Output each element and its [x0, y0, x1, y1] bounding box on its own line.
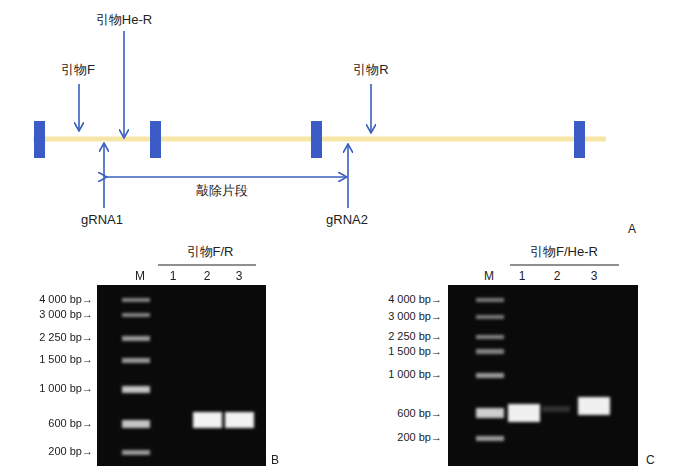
fragment-label: 敲除片段	[196, 183, 248, 199]
size-marker: 600 bp→	[48, 417, 93, 430]
primer-label: 引物R	[353, 62, 388, 78]
grna-label: gRNA2	[326, 212, 368, 228]
panel-letter: B	[271, 453, 279, 467]
panel-letter: C	[646, 453, 655, 467]
grna-label: gRNA1	[81, 212, 123, 228]
gel-c	[448, 265, 638, 466]
size-marker: 1 500 bp→	[388, 345, 442, 358]
size-marker: 3 000 bp→	[388, 310, 442, 323]
size-marker: 200 bp→	[397, 431, 442, 444]
size-marker: 200 bp→	[48, 445, 93, 458]
size-marker: 2 250 bp→	[388, 330, 442, 343]
lane-label: 3	[591, 269, 598, 283]
lane-label: 1	[170, 269, 177, 283]
panel-letter: A	[628, 222, 636, 236]
primer-pair-label: 引物F/R	[187, 244, 234, 260]
lane-label: M	[484, 269, 494, 283]
primer-label: 引物He-R	[96, 12, 152, 28]
lane-label: 1	[519, 269, 526, 283]
lane-label: 3	[236, 269, 243, 283]
primer-pair-label: 引物F/He-R	[530, 244, 598, 260]
size-marker: 4 000 bp→	[39, 293, 93, 306]
size-marker: 4 000 bp→	[388, 293, 442, 306]
lane-label: 2	[554, 269, 561, 283]
primer-label: 引物F	[61, 62, 95, 78]
lane-label: 2	[204, 269, 211, 283]
lane-label: M	[135, 269, 145, 283]
size-marker: 2 250 bp→	[39, 331, 93, 344]
size-marker: 3 000 bp→	[39, 308, 93, 321]
gene-map	[33, 31, 606, 208]
size-marker: 1 000 bp→	[39, 382, 93, 395]
size-marker: 1 000 bp→	[388, 368, 442, 381]
size-marker: 1 500 bp→	[39, 353, 93, 366]
gel-b	[97, 265, 266, 466]
size-marker: 600 bp→	[397, 407, 442, 420]
